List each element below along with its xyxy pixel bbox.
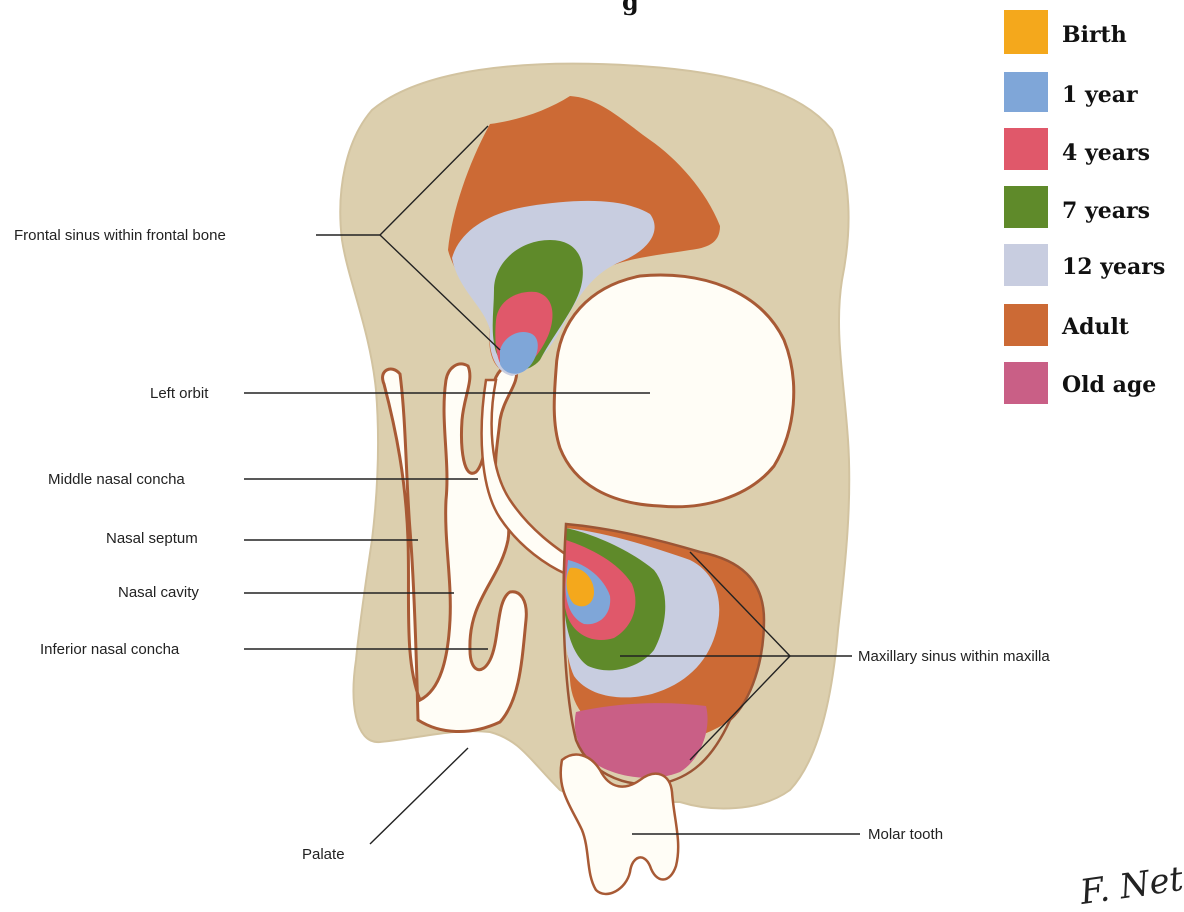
legend-label: 1 year xyxy=(1062,82,1138,108)
legend-item-adult: Adult xyxy=(1004,304,1130,346)
legend-item-old-age: Old age xyxy=(1004,362,1156,404)
label-left-orbit: Left orbit xyxy=(150,385,209,402)
legend-swatch xyxy=(1004,186,1048,228)
legend-swatch xyxy=(1004,128,1048,170)
label-maxillary-sinus: Maxillary sinus within maxilla xyxy=(858,648,1050,665)
legend-swatch xyxy=(1004,362,1048,404)
legend-item-12-years: 12 years xyxy=(1004,244,1165,286)
legend-label: Birth xyxy=(1062,22,1127,48)
left-orbit xyxy=(554,275,794,507)
label-inferior-nasal-concha: Inferior nasal concha xyxy=(40,641,180,658)
label-nasal-septum: Nasal septum xyxy=(106,530,198,547)
legend-swatch xyxy=(1004,244,1048,286)
legend-swatch xyxy=(1004,72,1048,112)
legend-swatch xyxy=(1004,10,1048,54)
label-molar-tooth: Molar tooth xyxy=(868,826,943,843)
label-nasal-cavity: Nasal cavity xyxy=(118,584,199,601)
label-palate: Palate xyxy=(302,846,345,863)
legend-item-birth: Birth xyxy=(1004,10,1127,54)
legend-swatch xyxy=(1004,304,1048,346)
legend-item-4-years: 4 years xyxy=(1004,128,1150,170)
artist-signature: F. Netter xyxy=(1077,852,1184,912)
legend-label: Adult xyxy=(1061,314,1130,340)
legend-label: Old age xyxy=(1062,372,1156,398)
legend-label: 12 years xyxy=(1062,254,1165,280)
legend-item-1-year: 1 year xyxy=(1004,72,1138,112)
header-fragment: g xyxy=(622,0,639,16)
legend-item-7-years: 7 years xyxy=(1004,186,1150,228)
legend-label: 4 years xyxy=(1062,140,1150,166)
legend: Birth 1 year 4 years 7 years 12 years Ad… xyxy=(1004,10,1165,404)
legend-label: 7 years xyxy=(1062,198,1150,224)
label-frontal-sinus: Frontal sinus within frontal bone xyxy=(14,227,226,244)
label-middle-nasal-concha: Middle nasal concha xyxy=(48,471,185,488)
